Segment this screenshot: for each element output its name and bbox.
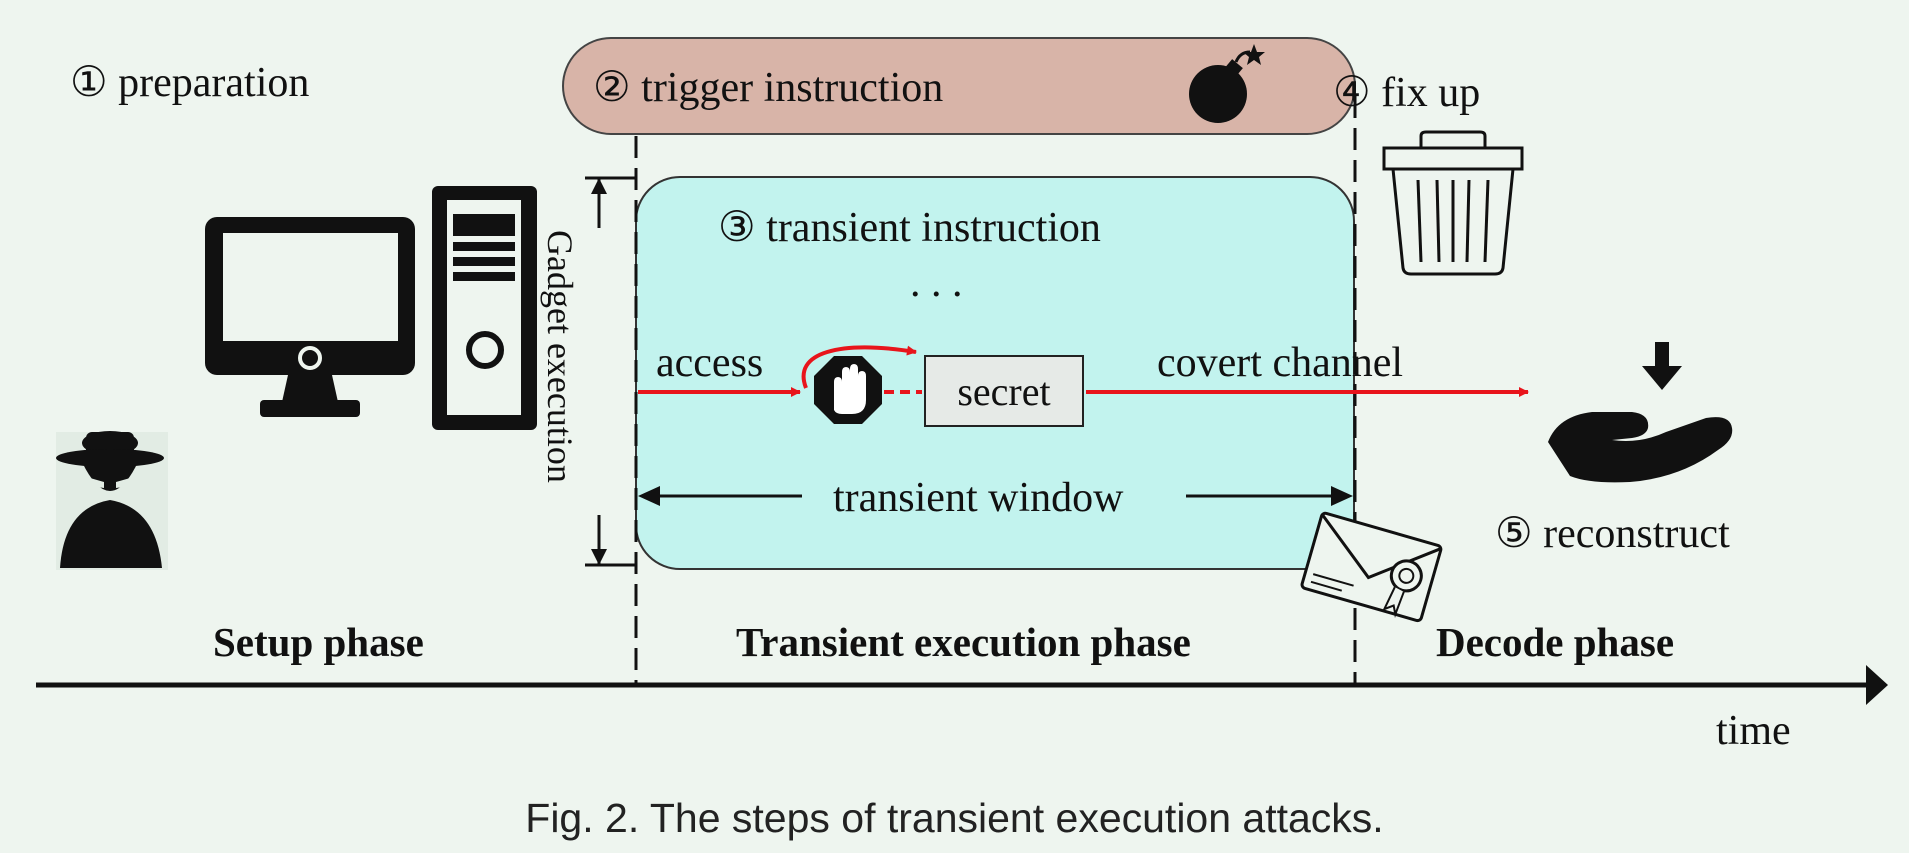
access-label: access (656, 340, 764, 386)
figure-caption: Fig. 2. The steps of transient execution… (525, 795, 1384, 841)
covert-channel-label: covert channel (1157, 340, 1404, 386)
access-flow-arrow (638, 345, 922, 397)
step-transient-instruction-label: ③ transient instruction (718, 205, 1101, 251)
setup-phase-label: Setup phase (213, 619, 424, 665)
time-axis (36, 665, 1888, 705)
monitor-icon (205, 217, 415, 417)
receive-hand-icon (1548, 342, 1733, 483)
step-fix-up-label: ④ fix up (1333, 70, 1481, 116)
step-reconstruct-label: ⑤ reconstruct (1495, 511, 1730, 557)
step-preparation-label: ① preparation (70, 60, 310, 106)
computer-tower-icon (432, 186, 537, 430)
certificate-envelope-icon (1300, 511, 1443, 623)
attacker-icon (56, 431, 168, 570)
gadget-execution-label: Gadget execution (540, 230, 580, 483)
transient-execution-phase-label: Transient execution phase (736, 619, 1191, 665)
ellipsis-label: . . . (910, 260, 963, 306)
time-label: time (1716, 708, 1791, 754)
trash-bin-icon (1382, 130, 1524, 276)
step-trigger-instruction-label: ② trigger instruction (593, 65, 944, 111)
bomb-icon (1189, 44, 1265, 123)
gadget-execution-bracket (585, 176, 636, 567)
transient-window-label: transient window (833, 475, 1124, 521)
trigger-instruction-band (562, 37, 1356, 135)
transient-window-arrow (638, 486, 1353, 506)
secret-box: secret (924, 355, 1084, 427)
stop-hand-icon (814, 356, 882, 424)
decode-phase-label: Decode phase (1436, 619, 1675, 665)
